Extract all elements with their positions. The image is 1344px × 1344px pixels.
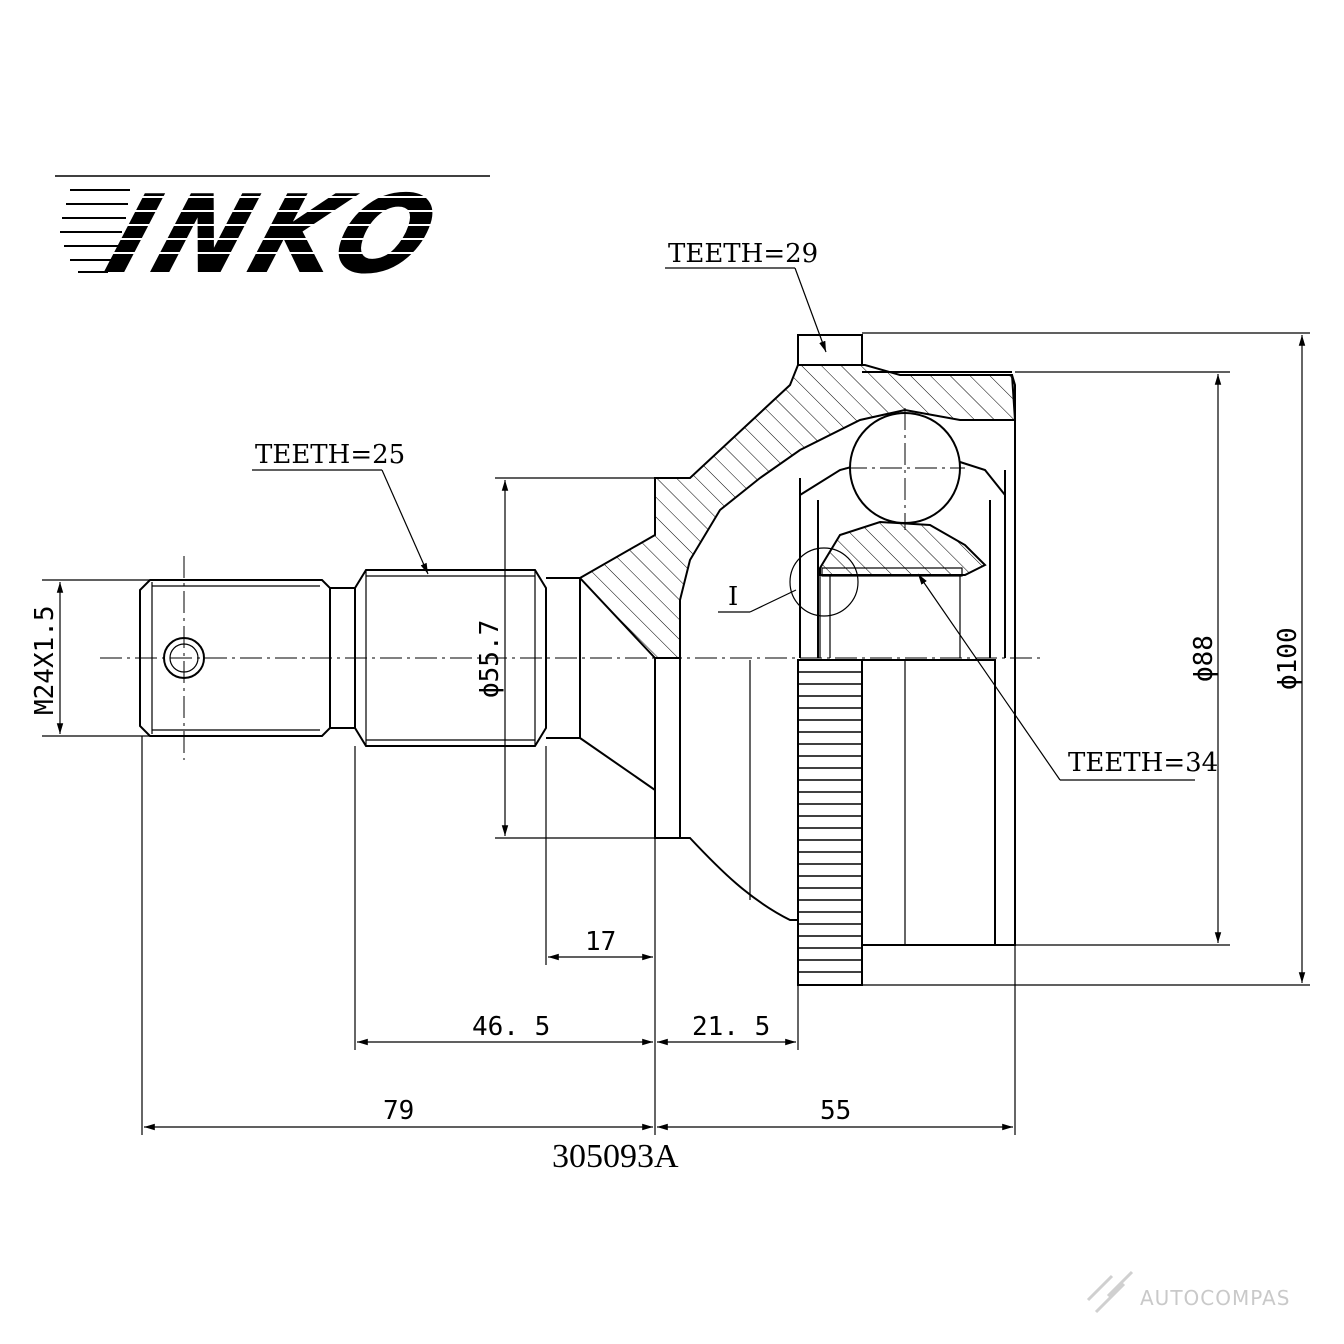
- inko-logo: INKO: [55, 173, 490, 299]
- dim-thread-label: M24X1.5: [30, 605, 60, 715]
- dim-dia-100: ϕ100: [862, 332, 1310, 986]
- dim-len-17: 17: [548, 927, 653, 961]
- watermark-icon: [1086, 1270, 1134, 1314]
- teeth-25-label: TEETH=25: [255, 440, 405, 470]
- abs-ring: [797, 659, 863, 986]
- part-number: 305093A: [552, 1138, 679, 1175]
- logo-text: INKO: [93, 173, 457, 299]
- dim-len-21-5: 21. 5: [657, 1012, 796, 1046]
- dim-thread: M24X1.5: [30, 579, 150, 737]
- dim-dia-88-label: ϕ88: [1189, 635, 1219, 682]
- detail-circle: [789, 547, 859, 617]
- dim-len-55: 55: [657, 1096, 1013, 1131]
- logo-white-streaks: [110, 196, 470, 254]
- watermark-text: AUTOCOMPAS: [1140, 1286, 1290, 1310]
- dim-dia-88: ϕ88: [1015, 371, 1230, 946]
- dim-shaft-dia-label: ϕ55.7: [475, 620, 505, 698]
- bell-housing: [578, 334, 1017, 986]
- detail-i-label: I: [728, 582, 738, 612]
- watermark: AUTOCOMPAS: [1086, 1270, 1290, 1314]
- teeth-25-callout: TEETH=25: [252, 440, 429, 575]
- dim-dia-100-label: ϕ100: [1273, 627, 1303, 690]
- logo-speed-lines: [60, 189, 130, 273]
- teeth-29-callout: TEETH=29: [665, 239, 827, 353]
- dim-extension-lines: [141, 736, 1016, 1135]
- teeth-34-callout: TEETH=34: [917, 573, 1218, 781]
- dim-len-46-5-label: 46. 5: [472, 1012, 550, 1042]
- teeth-34-label: TEETH=34: [1068, 748, 1218, 778]
- housing-hatched-section: [578, 364, 1017, 659]
- dim-len-21-5-label: 21. 5: [692, 1012, 770, 1042]
- dim-len-17-label: 17: [585, 927, 616, 957]
- detail-i-callout: I: [718, 582, 797, 613]
- splined-shaft: [330, 569, 581, 747]
- threaded-end: [139, 556, 331, 760]
- dim-len-46-5: 46. 5: [357, 1012, 653, 1046]
- dim-len-55-label: 55: [820, 1096, 851, 1126]
- dim-len-79-label: 79: [383, 1096, 414, 1126]
- dim-len-79: 79: [144, 1096, 653, 1131]
- teeth-29-label: TEETH=29: [668, 239, 818, 269]
- dim-shaft-dia: ϕ55.7: [475, 477, 655, 839]
- inner-race: [819, 520, 987, 576]
